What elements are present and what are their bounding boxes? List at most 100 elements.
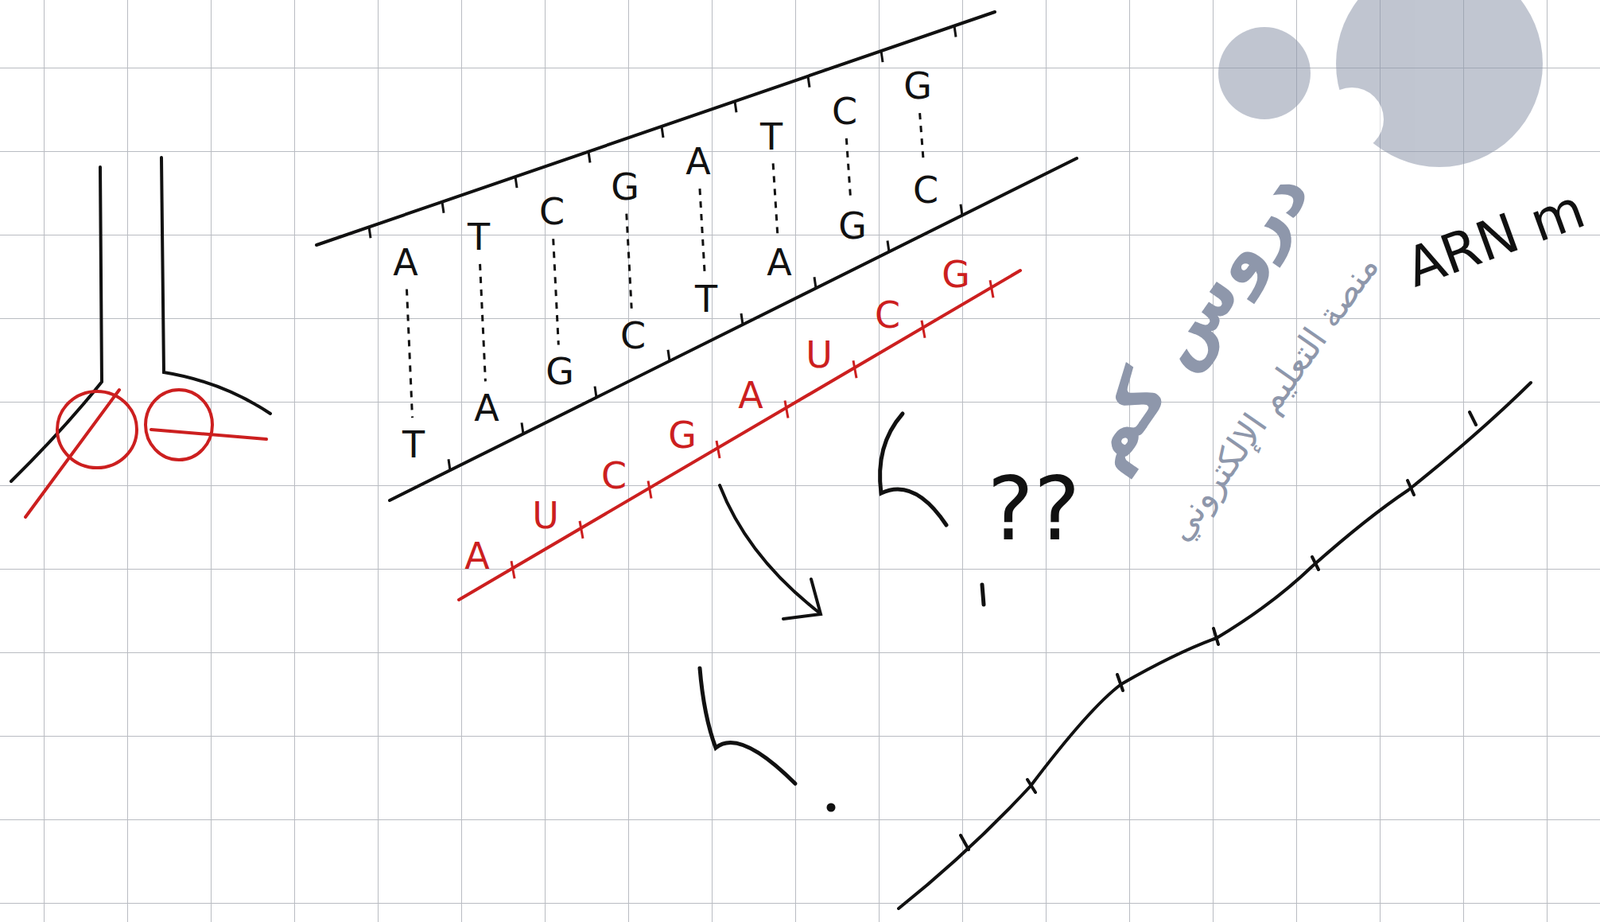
dot-mark [982, 584, 984, 605]
strand-tick [448, 458, 451, 470]
base-letter: G [838, 207, 867, 245]
base-letter: G [545, 353, 575, 390]
mrna-ticks [511, 279, 994, 579]
mrna-tick [579, 520, 583, 539]
strand-tick [515, 176, 517, 188]
base-letter: C [620, 317, 646, 354]
base-letter: T [467, 218, 490, 256]
squiggle [699, 667, 796, 784]
base-letter: A [473, 389, 499, 427]
base-letter: C [831, 93, 858, 130]
hydrogen-bond [699, 188, 705, 272]
question-marks: ?? [987, 465, 1081, 553]
mrna-tick [990, 279, 994, 298]
mrna-letter: U [532, 497, 560, 534]
strand-tick [807, 76, 810, 88]
base-letter: T [467, 218, 490, 256]
strand-tick [741, 313, 743, 325]
mrna-letter: A [737, 376, 763, 414]
mrna-letter: G [941, 256, 971, 293]
strand-tick [954, 26, 956, 38]
mrna-letter: U [532, 497, 560, 534]
squiggle [880, 413, 947, 525]
base-letter: C [539, 193, 565, 230]
base-letter: C [912, 171, 939, 209]
mrna-letter: C [874, 296, 901, 334]
hydrogen-bond [772, 163, 778, 236]
base-letter: A [392, 244, 418, 281]
base-letter: G [903, 67, 933, 105]
hydrogen-bond [920, 112, 925, 163]
strand-line [161, 157, 271, 414]
mrna-letter: U [805, 336, 833, 373]
mrna-tick [921, 320, 925, 338]
base-letter: G [838, 207, 867, 245]
mrna-strand [458, 270, 1021, 600]
hydrogen-bond [406, 288, 412, 418]
logo-dot [1218, 27, 1311, 120]
strand-tick [960, 204, 963, 216]
base-letter: G [903, 67, 933, 105]
base-letter: G [610, 168, 640, 206]
red-circle [145, 389, 213, 460]
strand-tick [588, 151, 591, 164]
mrna-letter: G [667, 416, 697, 454]
hydrogen-bond [626, 213, 632, 309]
mrna-letter: C [874, 296, 901, 334]
dot-mark [828, 804, 834, 810]
mrna-letter: A [464, 537, 490, 575]
strand-tick [594, 386, 597, 398]
strand-tick [734, 100, 737, 113]
strand-split-figure [11, 157, 271, 517]
base-letter: A [685, 143, 711, 180]
hydrogen-bond [846, 138, 851, 200]
mrna-letter: A [737, 376, 763, 414]
base-letter: C [912, 171, 939, 209]
base-letter: C [620, 317, 646, 354]
mrna-tick [784, 400, 789, 419]
mrna-letter: U [805, 336, 833, 373]
template-strand [389, 158, 1077, 501]
arrow [719, 485, 821, 619]
red-line [25, 389, 120, 517]
coding-strand [316, 11, 995, 245]
base-letter: C [539, 193, 565, 230]
strand-tick [887, 240, 890, 252]
base-letter: T [402, 426, 425, 463]
base-letter: G [545, 353, 575, 390]
base-letter: T [402, 426, 425, 463]
squiggle [699, 413, 984, 810]
base-letter: C [831, 93, 858, 130]
strand-ticks [368, 26, 963, 471]
watermark-logo [1218, 0, 1543, 167]
base-letter: G [610, 168, 640, 206]
base-letter: T [695, 280, 718, 318]
mrna-letter: C [601, 457, 627, 494]
base-letter: T [760, 118, 783, 156]
mrna-tick [511, 560, 515, 579]
base-pair-links [406, 112, 924, 418]
dna-molecule [316, 11, 1077, 600]
question-marks: ?? [987, 465, 1081, 553]
mrna-tick [716, 440, 720, 459]
arrow-shaft [719, 485, 820, 613]
strand-tick [881, 50, 883, 63]
base-letter: A [766, 244, 792, 281]
strand-tick [661, 126, 664, 138]
base-letter: A [766, 244, 792, 281]
base-letter: T [695, 280, 718, 318]
base-letter: A [685, 143, 711, 180]
strand-tick [667, 349, 670, 362]
mrna-title: ARN m [1398, 181, 1592, 296]
mrna-tick [648, 480, 652, 498]
strand-tick [814, 276, 816, 288]
base-letter: A [473, 389, 499, 427]
watermark: دروس كم [1064, 156, 1321, 480]
base-letter: T [760, 118, 783, 156]
mrna-letter: C [601, 457, 627, 494]
strand-tick [442, 201, 444, 214]
strand-tick [368, 226, 371, 238]
